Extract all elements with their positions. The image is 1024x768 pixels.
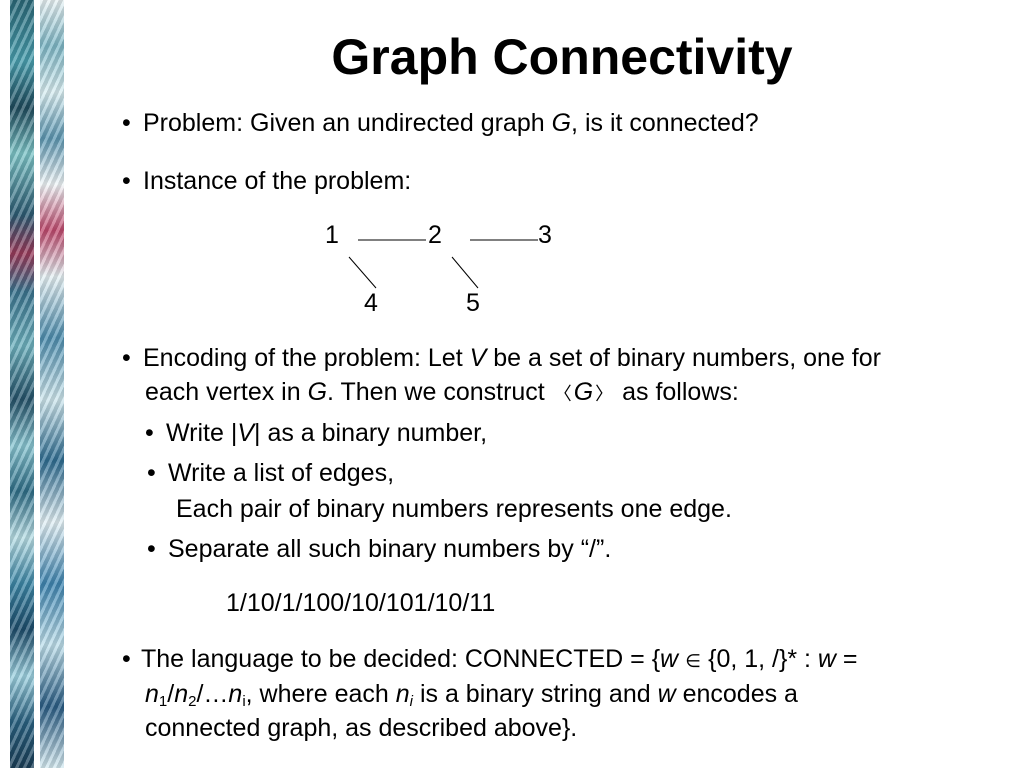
graph-node-5: 5 xyxy=(466,289,480,317)
encoding-line-2: each vertex in G. Then we construct 〈G〉 … xyxy=(145,377,739,409)
encoding-text-mid: . Then we construct xyxy=(327,378,552,406)
graph-node-2: 2 xyxy=(428,221,442,249)
graph-node-4: 4 xyxy=(364,289,378,317)
encoding-step-2: Write a list of edges, xyxy=(168,459,395,487)
encoding-example: 1/10/1/100/10/101/10/11 xyxy=(226,589,496,617)
graph-symbol: G xyxy=(551,109,572,137)
instance-heading: Instance of the problem: xyxy=(143,167,412,195)
word-symbol: w xyxy=(817,645,836,673)
subscript: 1 xyxy=(158,693,168,710)
decorative-side-strip-left xyxy=(10,0,34,768)
bullet-icon: • xyxy=(122,109,131,137)
equals-sign: = xyxy=(835,645,858,673)
subscript: i xyxy=(409,693,413,710)
vertex-set-symbol: V xyxy=(469,344,487,372)
language-text-end: encodes a xyxy=(675,680,798,708)
problem-label: Problem: xyxy=(143,109,244,137)
problem-statement: Problem: Given an undirected graph G, is… xyxy=(143,108,759,138)
subscript: i xyxy=(242,693,246,710)
alphabet-set: {0, 1, /}* : xyxy=(708,645,818,673)
encoding-line-1: Encoding of the problem: Let V be a set … xyxy=(143,343,881,373)
step-text: Write | xyxy=(166,419,238,447)
graph-symbol: G xyxy=(573,378,594,406)
encoding-step-2-detail: Each pair of binary numbers represents o… xyxy=(176,495,732,523)
sub-bullet-icon: • xyxy=(147,535,156,563)
encoding-text: Encoding of the problem: Let xyxy=(143,344,470,372)
problem-text: Given an undirected graph xyxy=(250,109,552,137)
separator: /… xyxy=(196,680,229,708)
slide-title: Graph Connectivity xyxy=(331,29,793,85)
subscript: 2 xyxy=(188,693,197,710)
n-symbol: n xyxy=(145,680,159,708)
encoding-text-end: as follows: xyxy=(615,378,739,406)
encoding-step-1: Write |V| as a binary number, xyxy=(166,418,487,448)
language-text: The language to be decided: CONNECTED = … xyxy=(141,645,661,673)
graph-symbol: G xyxy=(307,378,328,406)
edge-1-4 xyxy=(348,256,377,289)
close-angle-bracket-icon: 〉 xyxy=(595,384,614,404)
graph-node-1: 1 xyxy=(325,221,339,249)
element-of-icon: ∈ xyxy=(685,651,701,671)
decorative-side-strip-right xyxy=(40,0,64,768)
step-text-end: | as a binary number, xyxy=(254,419,488,447)
bullet-icon: • xyxy=(122,167,131,195)
encoding-text: each vertex in xyxy=(145,378,308,406)
encoding-step-3: Separate all such binary numbers by “/”. xyxy=(168,535,612,563)
language-line-2: n1/n2/…ni, where each ni is a binary str… xyxy=(145,679,798,717)
encoding-text-end: be a set of binary numbers, one for xyxy=(486,344,881,372)
language-text: is a binary string and xyxy=(413,680,658,708)
n-symbol: n xyxy=(395,680,410,708)
language-line-1: The language to be decided: CONNECTED = … xyxy=(141,644,858,676)
sub-bullet-icon: • xyxy=(145,419,154,447)
word-symbol: w xyxy=(660,645,679,673)
language-line-3: connected graph, as described above}. xyxy=(145,714,578,742)
sub-bullet-icon: • xyxy=(147,459,156,487)
vertex-set-symbol: V xyxy=(237,419,255,447)
problem-text-end: , is it connected? xyxy=(571,109,759,137)
open-angle-bracket-icon: 〈 xyxy=(553,384,572,404)
separator: / xyxy=(167,680,175,708)
graph-node-3: 3 xyxy=(538,221,552,249)
word-symbol: w xyxy=(657,680,676,708)
bullet-icon: • xyxy=(122,645,131,673)
n-symbol: n xyxy=(228,680,243,708)
bullet-icon: • xyxy=(122,344,131,372)
edge-2-5 xyxy=(451,256,479,289)
language-text: , where each xyxy=(245,680,396,708)
n-symbol: n xyxy=(174,680,189,708)
